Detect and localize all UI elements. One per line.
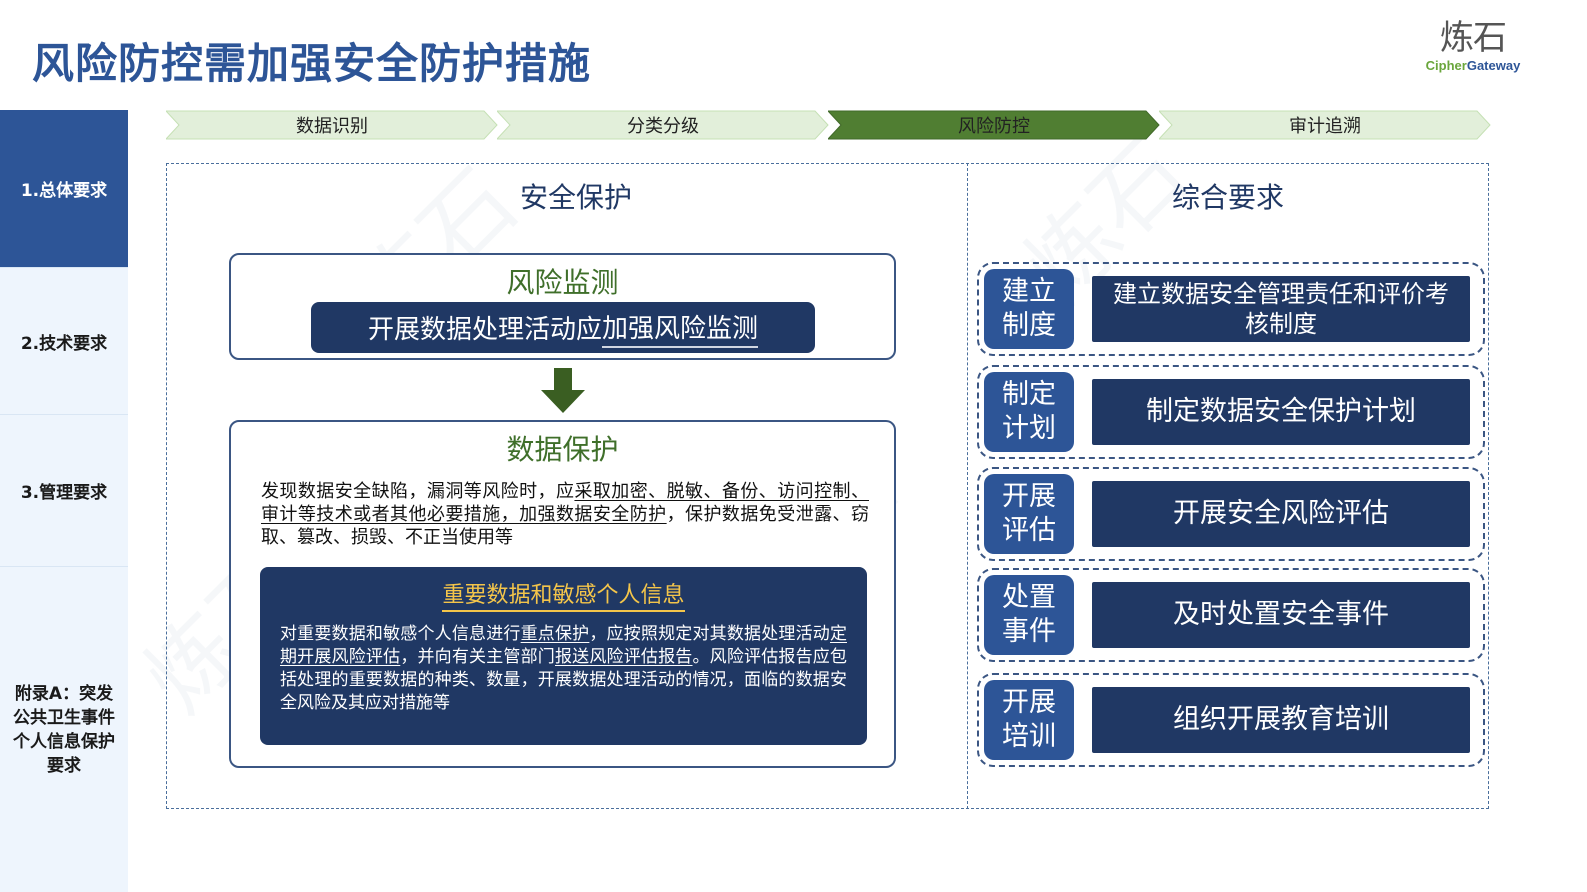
data-protection-title: 数据保护 <box>506 433 619 466</box>
sidebar-item-technical[interactable]: 2.技术要求 <box>0 268 128 415</box>
requirement-tag: 制定计划 <box>984 372 1074 452</box>
company-logo: 炼石 CipherGateway <box>1418 18 1528 74</box>
requirement-text: 建立数据安全管理责任和评价考核制度 <box>1092 276 1470 342</box>
important-data-text: 对重要数据和敏感个人信息进行重点保护，应按照规定对其数据处理活动定期开展风险评估… <box>280 624 847 713</box>
chevron-shape <box>828 110 1160 140</box>
sidebar-item-management[interactable]: 3.管理要求 <box>0 415 128 567</box>
important-data-title: 重要数据和敏感个人信息 <box>260 567 867 612</box>
step-risk-control[interactable]: 风险防控 <box>828 110 1160 140</box>
risk-monitor-pill: 开展数据处理活动应加强风险监测 <box>311 302 815 353</box>
chevron-shape <box>497 110 829 140</box>
requirement-row-assessment: 开展评估 开展安全风险评估 <box>977 467 1485 561</box>
requirement-tag: 开展评估 <box>984 474 1074 554</box>
chevron-shape <box>1159 110 1491 140</box>
step-classification[interactable]: 分类分级 <box>497 110 829 140</box>
requirement-row-incident: 处置事件 及时处置安全事件 <box>977 568 1485 662</box>
chevron-shape <box>166 110 498 140</box>
requirement-text: 组织开展教育培训 <box>1092 687 1470 753</box>
important-data-box: 重要数据和敏感个人信息 对重要数据和敏感个人信息进行重点保护，应按照规定对其数据… <box>260 567 867 745</box>
requirement-text: 及时处置安全事件 <box>1092 582 1470 648</box>
main-container <box>166 163 1489 809</box>
section-title-security-protection: 安全保护 <box>519 181 632 214</box>
risk-monitor-title: 风险监测 <box>506 266 619 299</box>
requirement-row-plan: 制定计划 制定数据安全保护计划 <box>977 365 1485 459</box>
requirement-tag: 建立制度 <box>984 269 1074 349</box>
sidebar-nav: 1.总体要求 2.技术要求 3.管理要求 附录A：突发公共卫生事件个人信息保护要… <box>0 110 128 892</box>
sidebar-item-general[interactable]: 1.总体要求 <box>0 110 128 268</box>
requirement-text: 制定数据安全保护计划 <box>1092 379 1470 445</box>
requirement-row-training: 开展培训 组织开展教育培训 <box>977 673 1485 767</box>
requirement-tag: 开展培训 <box>984 680 1074 760</box>
requirement-row-system: 建立制度 建立数据安全管理责任和评价考核制度 <box>977 262 1485 356</box>
risk-monitor-panel: 风险监测 开展数据处理活动应加强风险监测 <box>229 253 896 360</box>
arrow-down-icon <box>540 368 586 418</box>
section-title-comprehensive: 综合要求 <box>1171 181 1284 214</box>
page-title: 风险防控需加强安全防护措施 <box>32 39 592 88</box>
step-data-identification[interactable]: 数据识别 <box>166 110 498 140</box>
requirement-text: 开展安全风险评估 <box>1092 481 1470 547</box>
logo-chinese: 炼石 <box>1440 18 1507 58</box>
data-protection-panel: 数据保护 发现数据安全缺陷，漏洞等风险时，应采取加密、脱敏、备份、访问控制、审计… <box>229 420 896 768</box>
logo-english: CipherGateway <box>1425 58 1521 73</box>
step-audit-trace[interactable]: 审计追溯 <box>1159 110 1491 140</box>
column-divider <box>967 163 968 809</box>
data-protection-text: 发现数据安全缺陷，漏洞等风险时，应采取加密、脱敏、备份、访问控制、审计等技术或者… <box>261 481 869 548</box>
requirement-tag: 处置事件 <box>984 575 1074 655</box>
process-steps: 数据识别 分类分级 风险防控 审计追溯 <box>166 110 1491 140</box>
sidebar-item-appendix-a[interactable]: 附录A：突发公共卫生事件个人信息保护要求 <box>13 683 115 776</box>
